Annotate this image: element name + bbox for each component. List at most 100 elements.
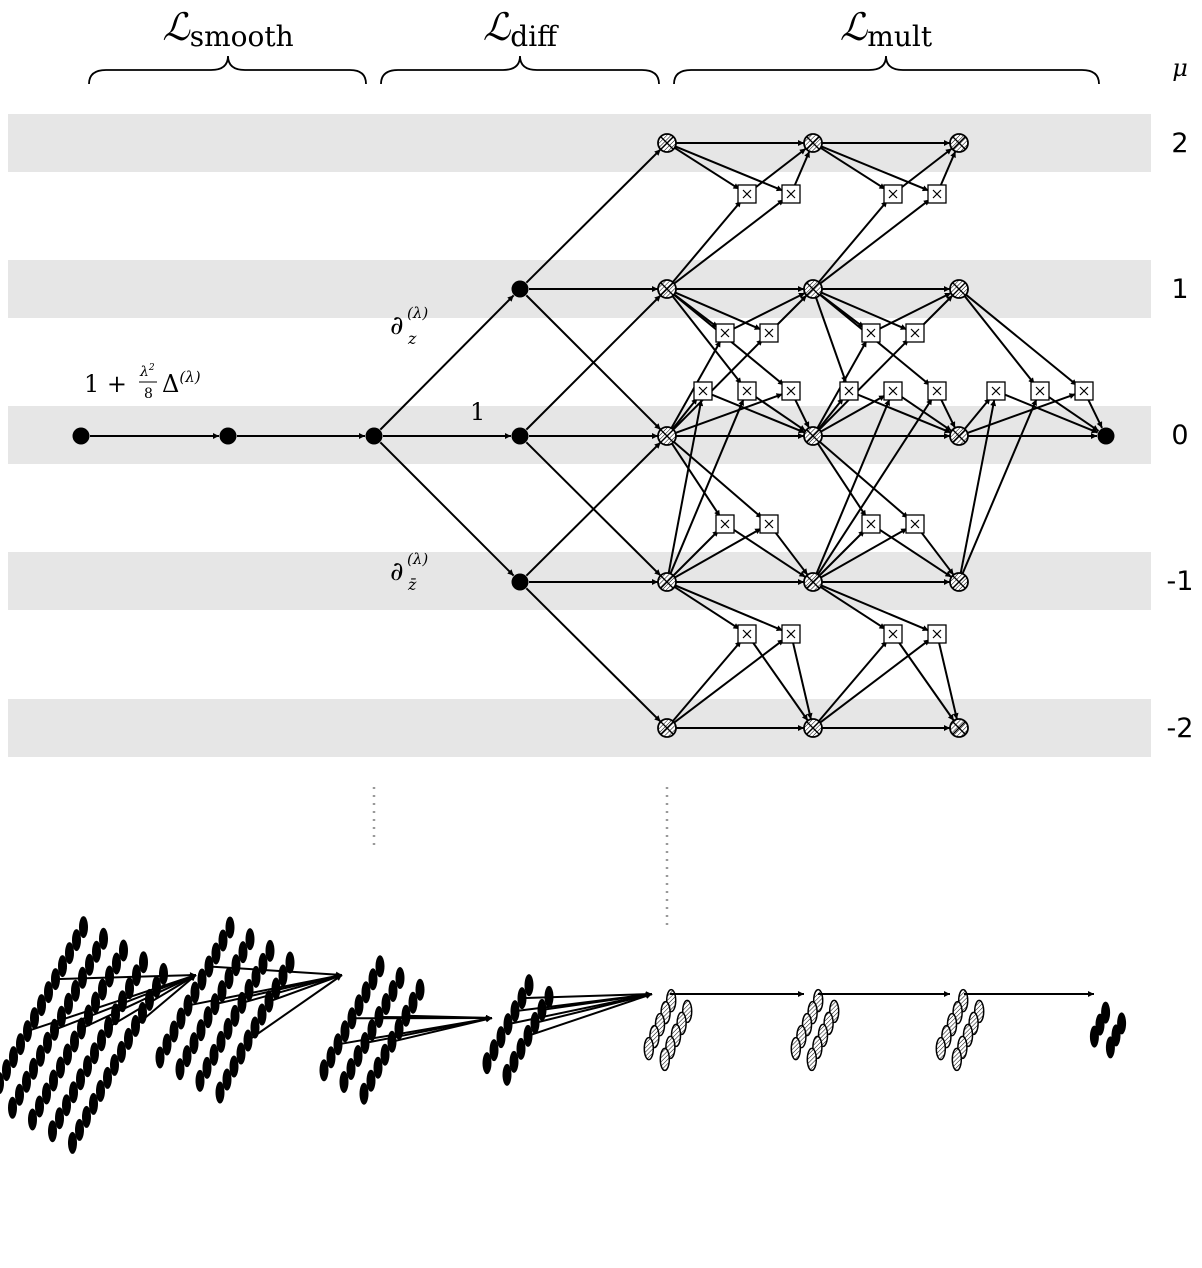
feature-map-cell [99,927,108,950]
feature-map-cell [401,1004,411,1027]
feature-cluster-mult-2 [790,988,840,1072]
edge-to-product [815,297,847,383]
product-node-icon [781,624,801,644]
edge-to-product [674,291,762,331]
edge-to-product [815,398,891,575]
edge-to-product [963,397,992,430]
edge-to-product [671,397,699,430]
edge-from-product [773,530,809,576]
edge-to-product [959,399,997,574]
feature-map-cell [2,1059,11,1082]
product-node-icon [715,514,735,534]
bottom-edge [527,993,653,1037]
edge-diff [525,441,662,577]
feature-map-cell [236,1042,246,1065]
edge-to-product [674,527,762,579]
product-node-icon [905,323,925,343]
brace-diff [380,55,660,85]
feature-map-cell [231,954,241,977]
bottom-edge [514,991,653,1013]
section-header-smooth: ℒsmooth [88,5,367,85]
mult-node-icon [803,279,823,299]
feature-map-cell [225,916,235,939]
feature-map-cell [29,1057,38,1080]
mult-node-icon [949,133,969,153]
band-mu-2 [8,114,1151,172]
mult-node-icon [803,426,823,446]
feature-map-cell [155,1046,165,1069]
mult-node-icon [657,133,677,153]
edge-from-product [794,398,810,429]
edge-from-product [899,395,953,432]
feature-cluster-1 [0,916,168,1154]
product-node-icon [693,381,713,401]
smooth-delta: Δ(λ) [162,368,201,398]
feature-map-cell [380,1043,390,1066]
product-node-icon [986,381,1006,401]
feature-map-cell [70,1030,79,1053]
dz-label-sub: z [407,329,417,348]
feature-map-cell [806,1047,818,1072]
feature-map-cell [339,1071,349,1093]
feature-map-cell [159,962,168,985]
feature-map-cell [189,1032,199,1055]
bottom-edge [27,974,197,1033]
feature-map-cell [367,1019,377,1041]
band-label-0: 0 [1171,420,1188,451]
bottom-edge [81,974,197,1030]
feature-map-cell [68,1131,77,1154]
feature-cluster-2 [155,916,295,1104]
bottom-edge [247,974,343,1042]
feature-map-cell [28,1108,37,1131]
edge-to-product [672,640,742,722]
edge-from-product [774,294,808,328]
product-node-icon [861,323,881,343]
mult-node-icon [803,718,823,738]
feature-map-cell [111,1003,120,1026]
product-node-icon [737,624,757,644]
product-node-icon [1030,381,1050,401]
edge-from-product [856,393,952,434]
section-header-diff: ℒdiff [380,5,660,85]
feature-map-cell [502,1063,512,1086]
edge-to-product [673,198,785,285]
feature-map-cell [0,1072,4,1095]
feature-map-cell [56,1056,65,1079]
feature-map-cell [381,993,391,1015]
feature-map-cell [245,928,255,951]
smooth-frac-den: 8 [144,386,153,402]
product-node-icon [1074,381,1094,401]
feature-map-cell [124,1027,133,1050]
feature-map-cell [43,1031,52,1054]
mult-node-icon [949,426,969,446]
feature-map-cell [359,1082,369,1105]
feature-map-cell [482,1052,492,1075]
edge-to-product [961,398,1038,575]
feature-map-cell [79,916,88,939]
product-node-icon [759,323,779,343]
mult-node-icon [657,572,677,592]
filled-node [511,427,529,445]
edge-to-product [819,198,931,285]
product-node-icon [883,624,903,644]
smooth-operator-label: 1 + [84,370,127,398]
edge-from-product [1087,398,1103,429]
feature-map-cell [90,1042,99,1065]
section-header-mult: ℒmult [673,5,1100,85]
edge-to-product [819,441,909,519]
band-label-1: 1 [1171,274,1188,305]
mult-node-icon [949,572,969,592]
edge-diff [525,148,662,284]
feature-map-cell [112,952,121,975]
product-node-icon [883,184,903,204]
edge-to-product [817,398,933,575]
section-title-diff: ℒdiff [483,5,559,53]
feature-map-cell [211,942,221,965]
edge-to-product [674,145,784,192]
feature-map-cell [1089,1025,1099,1048]
feature-map-cell [257,1003,267,1026]
edge-to-product [820,584,930,632]
feature-map-cell [117,1040,126,1063]
feature-map-cell [375,955,385,978]
feature-map-cell [643,1036,655,1061]
